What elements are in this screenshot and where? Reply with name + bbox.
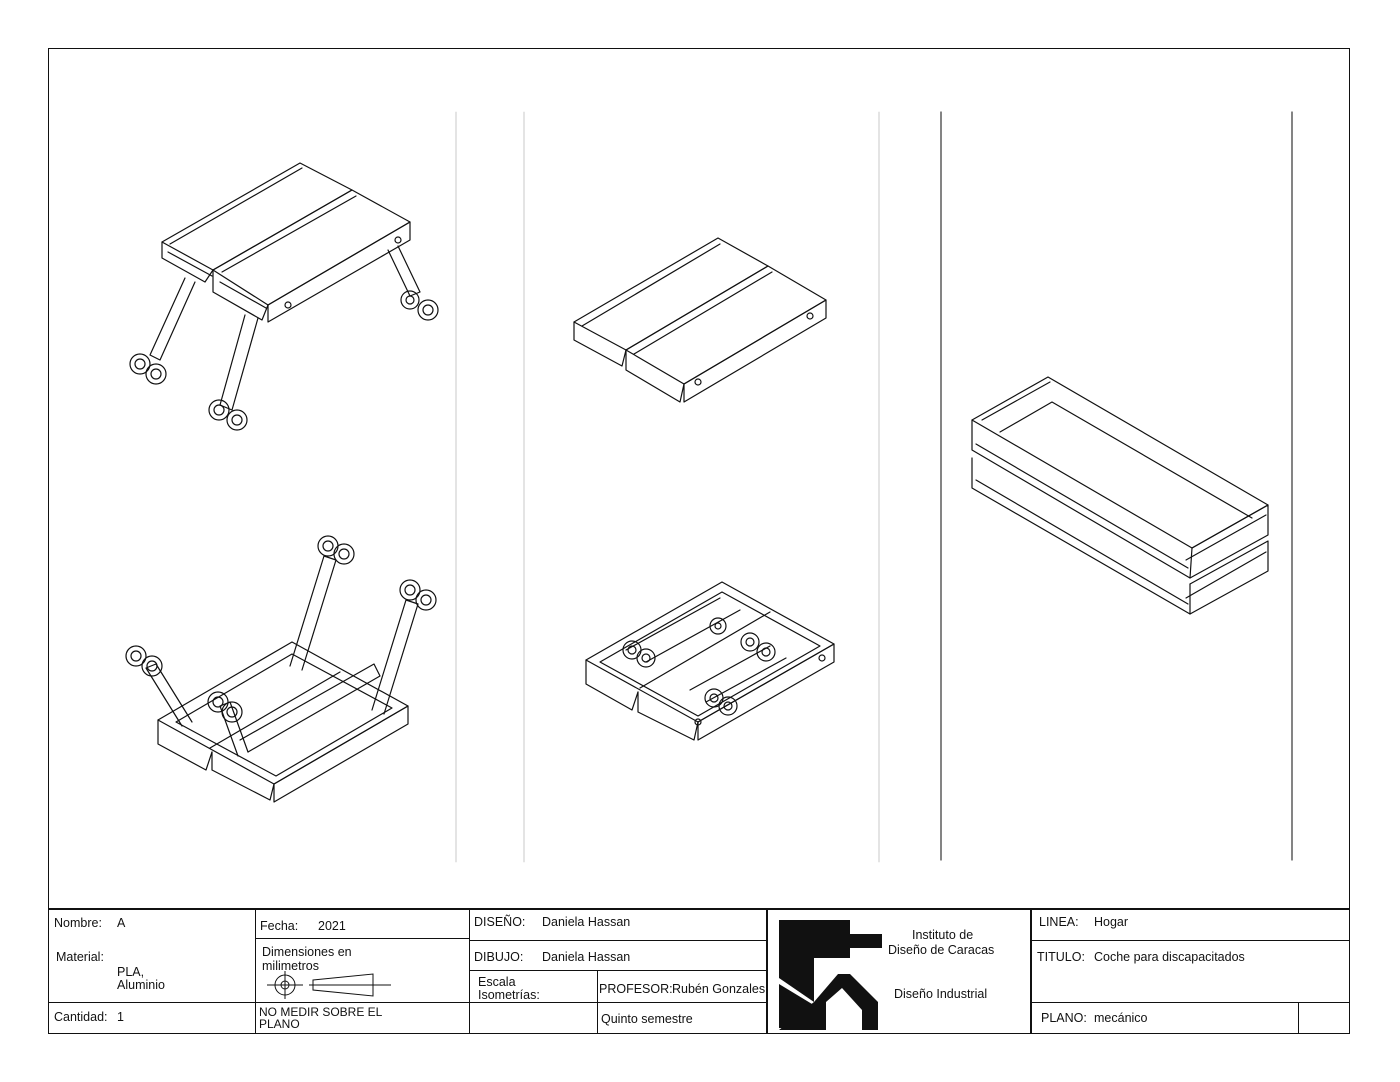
material-value-1: PLA,: [117, 965, 145, 979]
view-unfolded-stool: [129, 162, 439, 431]
profesor-value: Rubén Gonzales: [672, 982, 766, 996]
fecha-value: 2021: [318, 919, 346, 933]
wheel-set-2: [208, 399, 248, 431]
dibujo-label: DIBUJO:: [474, 950, 524, 964]
wheel-set-3: [400, 290, 439, 321]
profesor-label: PROFESOR:: [599, 982, 673, 996]
dibujo-value: Daniela Hassan: [542, 950, 631, 964]
linea-value: Hogar: [1094, 915, 1129, 929]
nombre-value: A: [117, 916, 126, 930]
view-separators: [455, 111, 880, 863]
nombre-label: Nombre:: [54, 916, 102, 930]
diseno-value: Daniela Hassan: [542, 915, 631, 929]
view-upturned-stool: [125, 535, 437, 803]
no-medir-line-2: PLANO: [259, 1017, 300, 1031]
material-value-2: Aluminio: [117, 978, 165, 992]
cantidad-value: 1: [117, 1010, 124, 1024]
titulo-value: Coche para discapacitados: [1094, 950, 1245, 964]
view-folded-closed: [971, 376, 1269, 615]
linea-label: LINEA:: [1039, 915, 1079, 929]
institute-line-1: Instituto de: [912, 928, 974, 942]
escala-line-1: Escala: [478, 975, 516, 989]
diseno-label: DISEÑO:: [474, 915, 526, 929]
fecha-label: Fecha:: [260, 919, 299, 933]
view-folded-top: [573, 237, 827, 403]
titulo-label: TITULO:: [1037, 950, 1085, 964]
plano-value: mecánico: [1094, 1011, 1148, 1025]
institute-logo: [779, 920, 882, 1030]
no-medir-line-1: NO MEDIR SOBRE EL: [259, 1005, 383, 1019]
dimensiones-line-2: milimetros: [262, 959, 319, 973]
wheel-set-1: [129, 353, 167, 385]
department: Diseño Industrial: [894, 987, 988, 1001]
view-folded-underside: [585, 581, 835, 741]
title-block: Nombre: A Material: PLA, Aluminio Cantid…: [48, 908, 1350, 1034]
institute-line-2: Diseño de Caracas: [888, 943, 995, 957]
cantidad-label: Cantidad:: [54, 1010, 108, 1024]
escala-line-2: Isometrías:: [478, 988, 540, 1002]
drawing-area: [125, 111, 1293, 863]
sheet-border: [48, 48, 1350, 1034]
semestre: Quinto semestre: [601, 1012, 693, 1026]
dimensiones-line-1: Dimensiones en: [262, 945, 352, 959]
first-angle-projection-icon: [267, 971, 391, 999]
material-label: Material:: [56, 950, 104, 964]
plano-label: PLANO:: [1041, 1011, 1087, 1025]
